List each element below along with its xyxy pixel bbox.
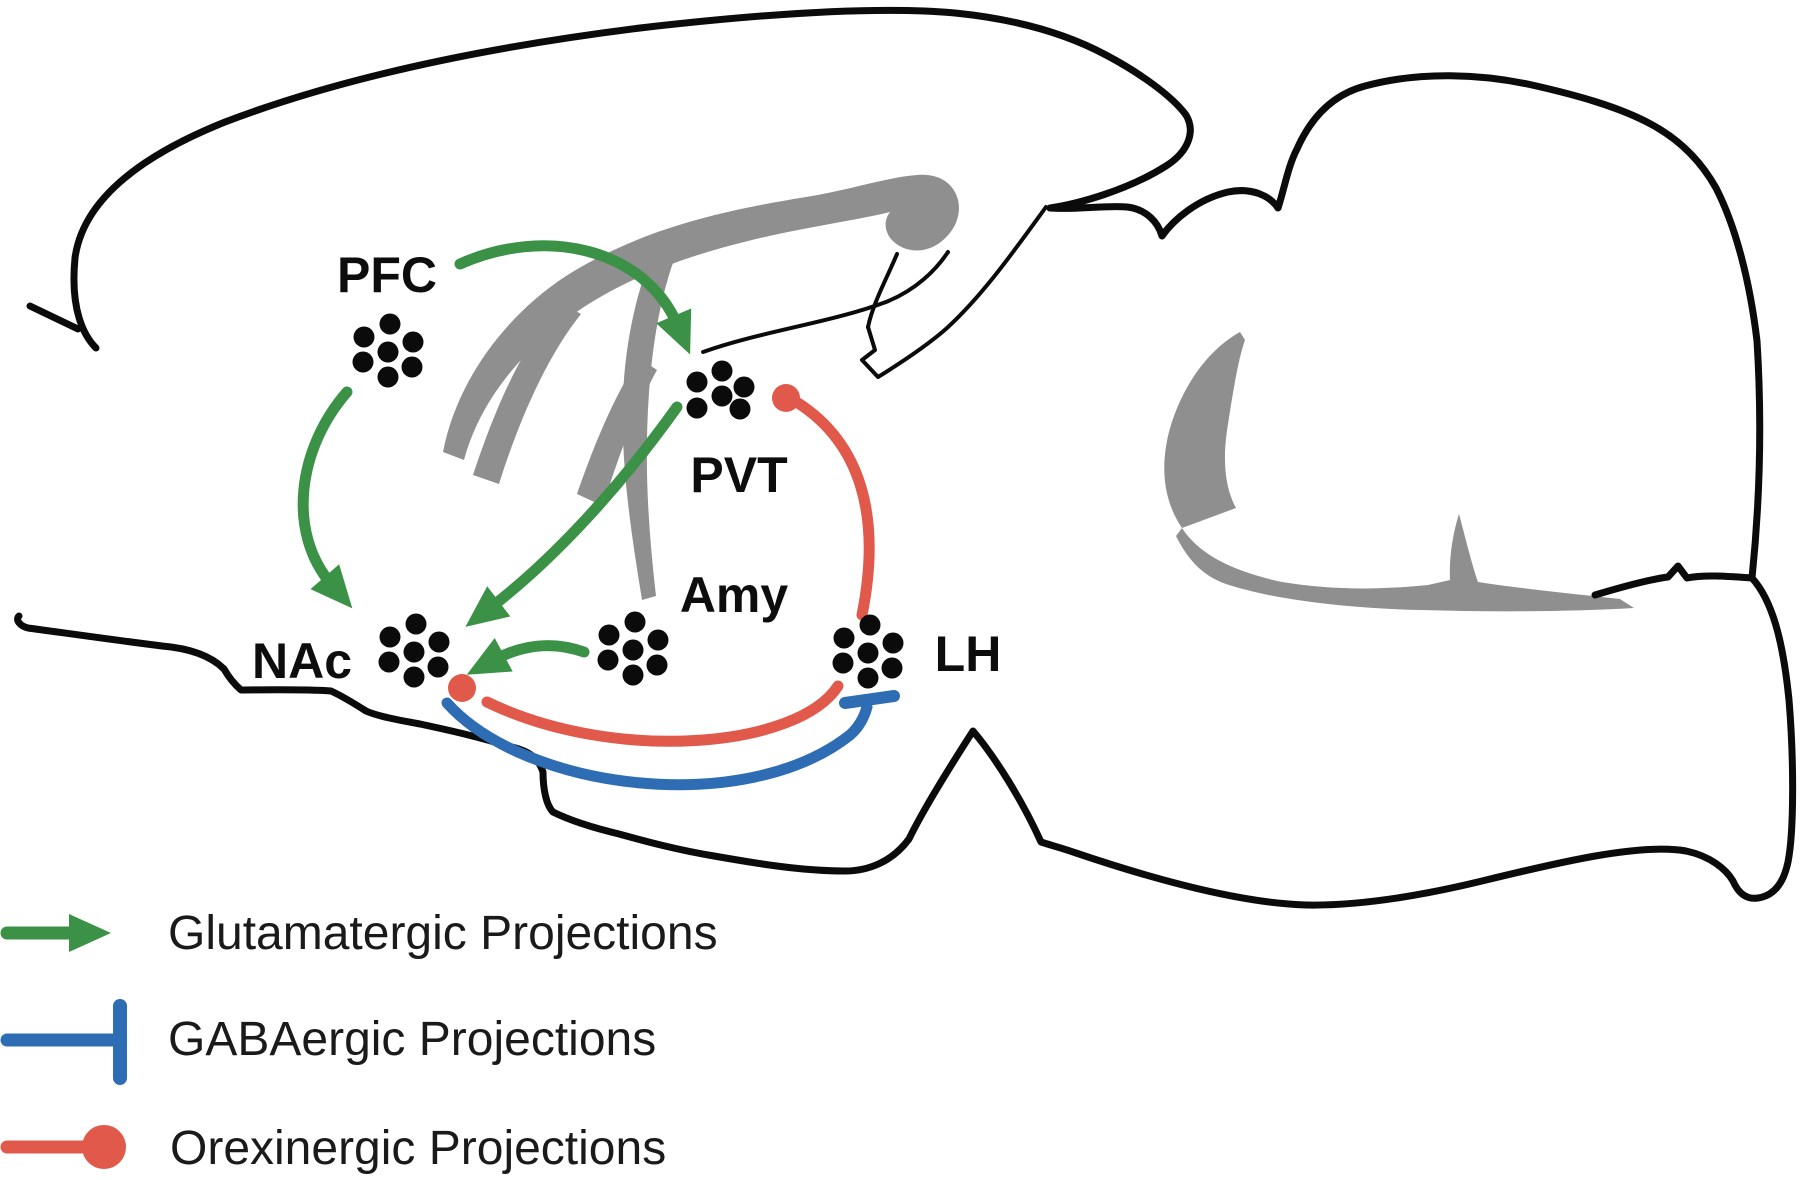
- neuron-dot: [598, 624, 620, 646]
- neuron-dot: [881, 657, 903, 679]
- node-labels: PFC PVT NAc Amy LH: [252, 247, 1001, 689]
- neuron-dot: [646, 654, 668, 676]
- neuron-dot: [711, 360, 733, 382]
- neuron-dot: [353, 326, 375, 348]
- neuron-dot: [729, 398, 751, 420]
- cerebellum-brainstem-boundary: [1591, 562, 1756, 599]
- neuron-dot: [378, 651, 400, 673]
- neuron-dot: [733, 376, 755, 398]
- neuron-cluster-lh: [832, 614, 904, 689]
- neuron-dot: [647, 629, 669, 651]
- cerebellar-white-matter-crescent: [1164, 332, 1245, 528]
- neuron-dot: [597, 649, 619, 671]
- legend-item-orexinergic: Orexinergic Projections: [0, 1122, 666, 1175]
- neuron-cluster-amy: [597, 611, 669, 686]
- orexin-terminal-nac: [448, 674, 476, 702]
- neuron-dot: [379, 313, 401, 335]
- white-matter-structures: [443, 174, 1634, 612]
- projections: [297, 240, 900, 791]
- thalamus-boundary-line: [701, 250, 950, 354]
- brain-outline: [14, 6, 1797, 909]
- projection-pvt-to-nac: [465, 401, 683, 627]
- projection-lh-to-pvt: [792, 397, 875, 621]
- node-label-lh: LH: [935, 626, 1002, 682]
- hippocampal-wedge-line: [860, 205, 1048, 379]
- node-label-pfc: PFC: [337, 247, 437, 303]
- neuron-dot: [403, 641, 425, 663]
- neuron-dot: [711, 385, 733, 407]
- anterior-commissure-branch-1: [473, 302, 581, 484]
- neuron-dot: [859, 614, 881, 636]
- orexinergic-dot-symbol: [82, 1125, 126, 1169]
- projection-pfc-to-pvt: [454, 240, 692, 355]
- neuron-cluster-pvt: [686, 360, 755, 420]
- snout-line: [26, 302, 82, 333]
- neuron-dot: [833, 627, 855, 649]
- neuron-dot: [403, 666, 425, 688]
- neuron-dot: [352, 351, 374, 373]
- neuron-dot: [882, 632, 904, 654]
- neuron-dot: [428, 631, 450, 653]
- corpus-callosum: [443, 174, 959, 461]
- neuron-dot: [686, 371, 708, 393]
- projection-nac-to-lh: [441, 697, 873, 791]
- legend-label-gabaergic: GABAergic Projections: [168, 1013, 656, 1066]
- neuron-dot: [622, 664, 644, 686]
- orexin-terminal-pvt: [772, 384, 800, 412]
- cerebellar-white-matter-fan: [1176, 514, 1634, 612]
- legend-item-gabaergic: GABAergic Projections: [0, 999, 656, 1085]
- brain-outline-group: [14, 6, 1797, 909]
- neuron-cluster-nac: [378, 613, 450, 688]
- neuron-dot: [377, 341, 399, 363]
- legend-item-glutamatergic: Glutamatergic Projections: [0, 907, 718, 960]
- neuron-dot: [401, 356, 423, 378]
- neuron-dot: [686, 397, 708, 419]
- neuron-dot: [857, 642, 879, 664]
- fornix: [622, 248, 674, 600]
- neuron-cluster-pfc: [352, 313, 424, 388]
- neuron-dot: [624, 611, 646, 633]
- legend: Glutamatergic Projections GABAergic Proj…: [0, 907, 718, 1175]
- projection-lh-to-nac: [481, 680, 844, 747]
- neuron-dot: [402, 331, 424, 353]
- neuron-dot: [622, 639, 644, 661]
- neuron-dot: [405, 613, 427, 635]
- projection-pfc-to-nac: [297, 386, 353, 609]
- hippocampal-fissure-line: [866, 252, 899, 329]
- node-label-pvt: PVT: [690, 447, 787, 503]
- neuron-dot: [379, 626, 401, 648]
- neuron-dot: [377, 366, 399, 388]
- legend-label-glutamatergic: Glutamatergic Projections: [168, 907, 718, 960]
- projection-amy-to-nac: [466, 638, 590, 675]
- legend-label-orexinergic: Orexinergic Projections: [170, 1122, 666, 1175]
- neuron-dot: [427, 656, 449, 678]
- gaba-terminal-lh: [839, 690, 900, 709]
- neuron-dot: [857, 667, 879, 689]
- node-label-amy: Amy: [680, 567, 789, 623]
- node-label-nac: NAc: [252, 633, 352, 689]
- neuron-dot: [832, 652, 854, 674]
- neuron-clusters: [352, 313, 904, 689]
